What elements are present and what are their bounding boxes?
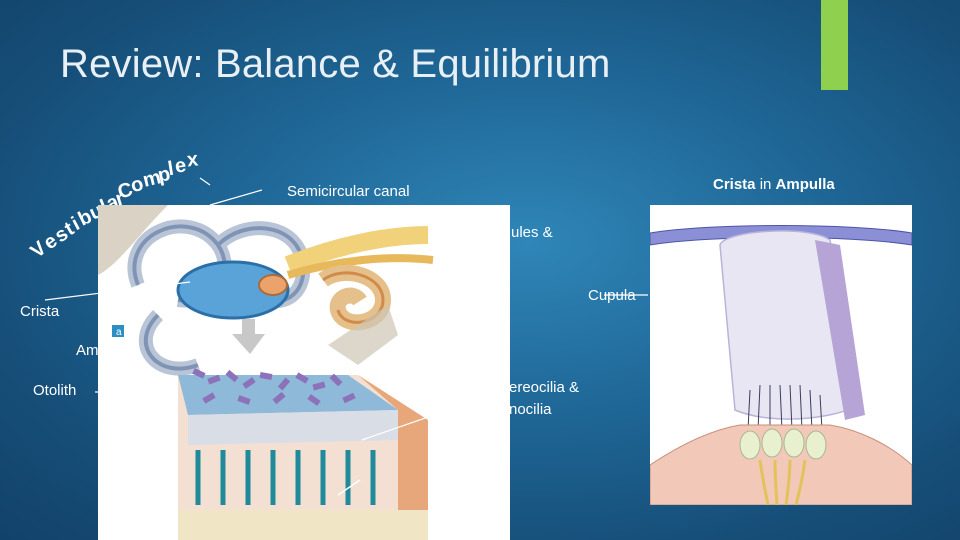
crista-ampulla-illustration: [650, 205, 912, 505]
cupula-label: Cupula: [588, 287, 636, 304]
crista-drawing: [650, 205, 912, 505]
crista-in-ampulla-label: Crista in Ampulla: [713, 176, 835, 193]
stereocilia-label: ereocilia &: [509, 379, 580, 396]
ampulla-label: Amp: [76, 342, 107, 359]
otolith-label: Otolith: [33, 382, 77, 399]
accent-bar: [821, 0, 848, 90]
semicircular-canal-label: Semicircular canal: [287, 183, 410, 200]
ampulla-word: Ampulla: [775, 176, 835, 193]
in-word: in: [755, 176, 776, 193]
maculae-label: ules &: [511, 224, 553, 241]
arc-letter: x: [185, 148, 200, 172]
crista-word: Crista: [713, 176, 756, 193]
inner-ear-illustration: a: [98, 205, 510, 540]
crista-label: Crista: [20, 303, 60, 320]
arc-letter: e: [173, 154, 188, 178]
kinocilia-label: nocilia: [509, 401, 552, 418]
inner-ear-drawing: a: [98, 205, 434, 540]
figure-tag: a: [116, 327, 122, 338]
slide-title: Review: Balance & Equilibrium: [60, 42, 611, 86]
